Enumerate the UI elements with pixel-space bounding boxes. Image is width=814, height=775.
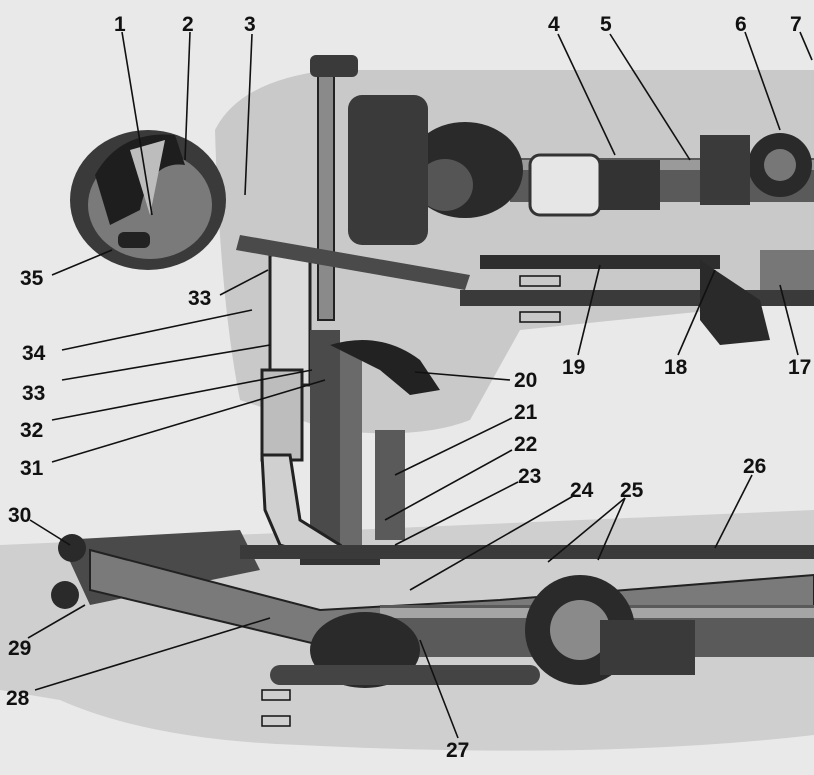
callout-label-25: 25 <box>620 479 644 502</box>
callout-label-33-lower: 33 <box>22 382 46 405</box>
callout-label-1: 1 <box>114 13 126 36</box>
lower-shaft <box>51 530 814 688</box>
callout-label-32: 32 <box>20 419 44 442</box>
callout-label-6: 6 <box>735 13 747 36</box>
callout-label-20: 20 <box>514 369 538 392</box>
callout-label-23: 23 <box>518 465 542 488</box>
callout-label-27: 27 <box>446 739 470 762</box>
callout-label-3: 3 <box>244 13 256 36</box>
hatched-stops <box>261 275 561 727</box>
callout-label-30: 30 <box>8 504 32 527</box>
callout-label-34: 34 <box>22 342 46 365</box>
leader-lines <box>27 31 813 739</box>
callout-label-35: 35 <box>20 267 44 290</box>
callout-label-7: 7 <box>790 13 802 36</box>
callout-label-5: 5 <box>600 13 612 36</box>
bobbin-case <box>70 130 226 270</box>
callout-label-28: 28 <box>6 687 30 710</box>
callout-label-31: 31 <box>20 457 44 480</box>
callout-label-33-upper: 33 <box>188 287 212 310</box>
callout-label-19: 19 <box>562 356 586 379</box>
callout-label-2: 2 <box>182 13 194 36</box>
callout-label-4: 4 <box>548 13 560 36</box>
upper-arm-shaft <box>407 122 814 218</box>
connecting-links <box>236 235 814 345</box>
callout-label-29: 29 <box>8 637 32 660</box>
needle-bar-assembly <box>260 55 440 560</box>
callout-label-18: 18 <box>664 356 688 379</box>
callout-label-22: 22 <box>514 433 538 456</box>
callout-label-21: 21 <box>514 401 538 424</box>
callout-label-17: 17 <box>788 356 812 379</box>
callout-label-24: 24 <box>570 479 594 502</box>
callout-label-26: 26 <box>743 455 767 478</box>
